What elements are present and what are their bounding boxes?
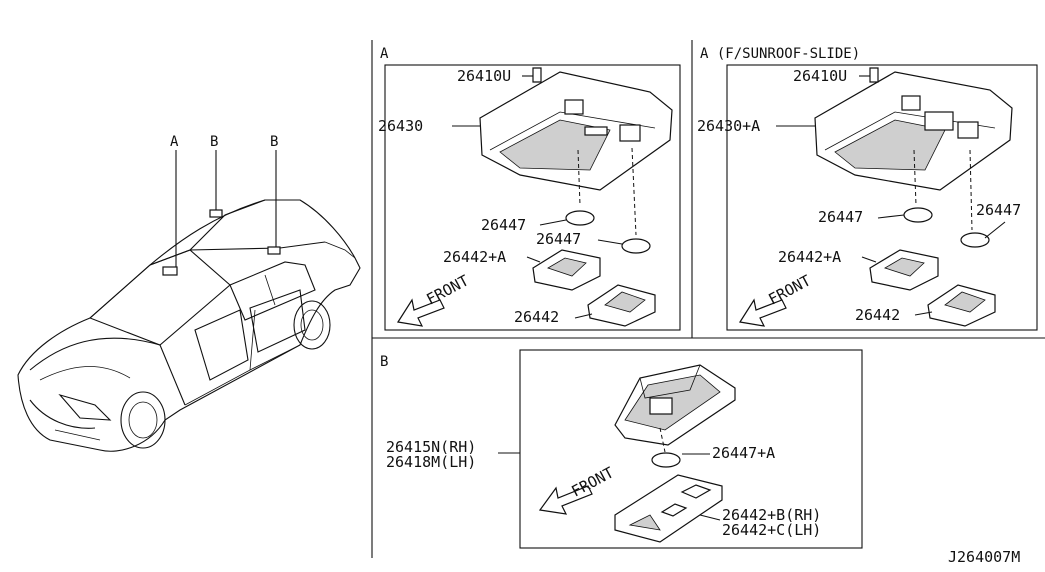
section-b: B 26415N(RH) 26418M(LH) 26447+A 26442+B(… (380, 349, 863, 549)
label-sr-assembly: 26430+A (697, 117, 760, 135)
label-lens-lh: 26442+C(LH) (722, 521, 821, 539)
section-a: A 26410U 26430 26447 26447 (378, 46, 681, 331)
car-illustration: A B B (17, 134, 361, 452)
label-lens-rh: 26442+B(RH) (722, 506, 821, 524)
car-label-b2: B (270, 134, 278, 150)
label-lamp-rh: 26415N(RH) (386, 438, 476, 456)
section-a-title: A (380, 46, 389, 62)
label-sr-lens-1: 26442+A (778, 248, 841, 266)
label-front: FRONT (423, 271, 471, 308)
label-lens-1: 26442+A (443, 248, 506, 266)
label-assembly: 26430 (378, 117, 423, 135)
label-b-front: FRONT (568, 463, 616, 500)
label-lamp-lh: 26418M(LH) (386, 453, 476, 471)
car-label-a: A (170, 134, 179, 150)
label-sr-clip: 26410U (793, 67, 847, 85)
car-label-b1: B (210, 134, 218, 150)
label-sr-bulb-1: 26447 (818, 208, 863, 226)
label-lens-2: 26442 (514, 308, 559, 326)
label-sr-bulb-2: 26447 (976, 201, 1021, 219)
diagram-code: J264007M (948, 548, 1020, 566)
label-sr-lens-2: 26442 (855, 306, 900, 324)
section-a-sunroof-title: A (F/SUNROOF-SLIDE) (700, 46, 860, 62)
section-b-title: B (380, 354, 388, 370)
label-bulb-1: 26447 (481, 216, 526, 234)
section-a-sunroof: A (F/SUNROOF-SLIDE) 26410U 26430+A (697, 46, 1038, 331)
label-sr-front: FRONT (765, 271, 813, 308)
label-bulb-2: 26447 (536, 230, 581, 248)
label-b-bulb: 26447+A (712, 444, 775, 462)
label-clip: 26410U (457, 67, 511, 85)
